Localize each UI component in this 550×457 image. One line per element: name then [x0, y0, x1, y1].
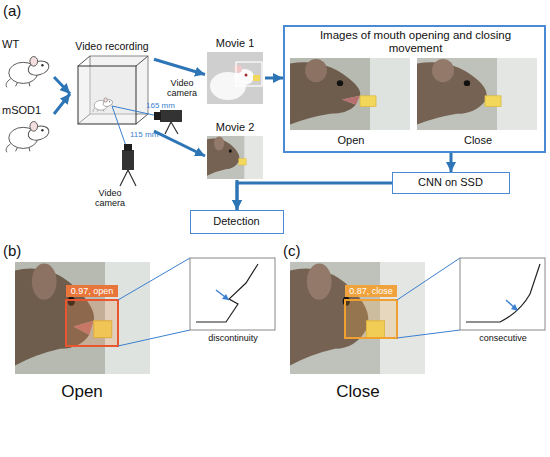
detection-score: 0.87, close: [345, 285, 397, 297]
process-box: CNN on SSD: [392, 172, 510, 194]
tripod: [165, 122, 178, 134]
flow-arrow: [54, 77, 70, 94]
zoom-line: [397, 258, 460, 300]
flow-arrow: [237, 183, 392, 210]
mouse-icon: [6, 122, 50, 153]
recording-cage: [78, 56, 148, 124]
crop-frame: [236, 62, 262, 86]
process-box: Detection: [190, 210, 284, 234]
node-text: Movie 2: [205, 121, 265, 134]
pointer-head: [511, 304, 518, 311]
panel-letter: (b): [3, 242, 43, 259]
node-text: Open: [290, 134, 412, 147]
image-group-box: Images of mouth opening and closing move…: [283, 25, 546, 153]
mouse-icon: [6, 57, 50, 88]
device-label: Video camera: [162, 78, 202, 99]
pointer-arrow: [216, 290, 229, 300]
food-pellet: [253, 75, 260, 81]
movie-photo: [207, 136, 263, 179]
dimension-label: 115 mm: [130, 130, 164, 139]
detection-box: [345, 300, 397, 338]
panel-caption: Close: [318, 382, 398, 402]
flow-arrow: [54, 94, 70, 114]
zoom-line: [118, 258, 190, 300]
zoom-lines: [397, 258, 460, 338]
dimension-lines: [112, 106, 158, 146]
camera-body: [160, 110, 182, 122]
mouth-contour: [466, 264, 540, 322]
mouth-open-photo: [290, 58, 410, 130]
panel-caption: Open: [42, 382, 122, 402]
inset-caption: discontinuity: [196, 333, 270, 343]
camera-body: [122, 150, 134, 170]
dimension-line: [112, 106, 126, 146]
detection-photo: [15, 262, 150, 374]
node-text: mSOD1: [2, 104, 54, 117]
mouse-node: WT: [2, 38, 54, 90]
flow-arrow: [450, 153, 453, 172]
movie-photo: [207, 52, 263, 104]
flow-arrow: [154, 131, 205, 156]
dimension-label: 165 mm: [146, 101, 180, 110]
camera-lens: [124, 144, 132, 151]
movie-frame: Movie 2: [205, 120, 265, 180]
flow-arrow: [265, 77, 283, 80]
node-text: Movie 1: [205, 37, 265, 50]
rat-eye: [245, 74, 248, 77]
zoom-line: [118, 330, 190, 346]
node-text: CNN on SSD: [393, 176, 508, 189]
detection-photo: [290, 262, 425, 374]
device-label: Video camera: [90, 188, 130, 209]
panel-letter: (a): [3, 2, 43, 19]
inset-caption: consecutive: [465, 333, 541, 343]
pointer-head: [222, 294, 229, 300]
contour-inset: [460, 258, 545, 330]
cage-front: [78, 66, 136, 124]
node-text: Images of mouth opening and closing move…: [313, 29, 518, 55]
mouse-node: mSOD1: [2, 104, 54, 154]
flow-arrow: [236, 180, 239, 210]
rat-ear: [234, 65, 242, 73]
mouth-contour: [196, 264, 258, 322]
contour-inset: [190, 258, 275, 330]
cage-edges: [78, 56, 148, 124]
camera-symbol: [120, 144, 136, 186]
recording-setup: Video recording: [70, 40, 154, 136]
mouse-icon: [93, 98, 113, 112]
photo-background: [207, 52, 263, 104]
mouth-close-photo: [417, 58, 537, 130]
panel-letter: (c): [283, 242, 323, 259]
node-text: Close: [417, 134, 539, 147]
detection-score: 0.97, open: [66, 285, 118, 297]
tripod: [120, 170, 136, 186]
detection-box: [66, 300, 118, 346]
zoom-lines: [118, 258, 190, 346]
zoom-line: [397, 330, 460, 338]
node-text: WT: [2, 38, 54, 51]
movie-frame: Movie 1: [205, 36, 265, 106]
flow-arrow: [154, 59, 205, 74]
camera-lens: [154, 112, 161, 120]
node-text: Video recording: [70, 40, 154, 52]
node-text: Detection: [191, 215, 282, 228]
